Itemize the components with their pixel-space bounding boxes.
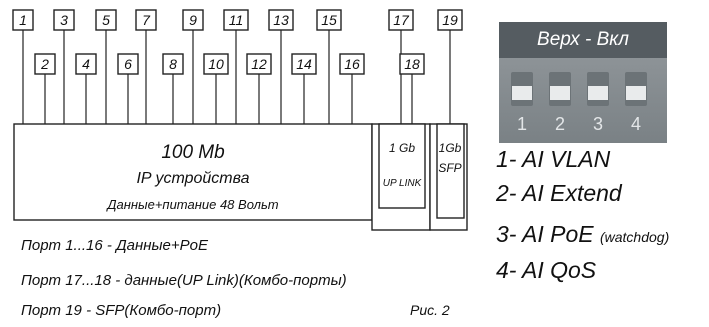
port-label-1: 1: [12, 9, 34, 124]
main-devices-label: IP устройства: [136, 170, 249, 187]
dip-switch: 1 2 3 4: [499, 58, 667, 143]
note-sfp: Порт 19 - SFP(Комбо-порт): [21, 302, 222, 319]
legend-item-poe: 3- AI PoE (watchdog): [496, 221, 669, 248]
uplink-block: [378, 123, 426, 209]
dip-number-1: 1: [516, 114, 527, 134]
port-label-11: 11: [223, 9, 249, 124]
port-label-9: 9: [182, 9, 204, 124]
port-label-18: 18: [399, 53, 425, 124]
legend-item-qos: 4- AI QoS: [496, 257, 596, 284]
dip-knob-1[interactable]: [512, 86, 532, 100]
port-number: 5: [102, 12, 110, 28]
sfp-label: SFP: [438, 161, 461, 175]
dip-number-2: 2: [554, 114, 565, 134]
note-data-poe: Порт 1...16 - Данные+PoE: [21, 237, 208, 254]
uplink-label: UP LINK: [383, 178, 423, 189]
port-number: 13: [273, 12, 289, 28]
dip-number-4: 4: [630, 114, 641, 134]
legend-text: 3- AI PoE: [496, 221, 594, 247]
port-number: 1: [19, 12, 27, 28]
port-label-10: 10: [203, 53, 229, 124]
dip-switch-caption: Верх - Вкл: [499, 22, 667, 58]
legend-note: (watchdog): [599, 229, 670, 245]
port-number: 9: [189, 12, 197, 28]
main-port-block: [13, 123, 373, 221]
port-number: 17: [393, 12, 410, 28]
port-label-13: 13: [268, 9, 294, 124]
port-number: 10: [208, 56, 224, 72]
legend-item-extend: 2- AI Extend: [496, 180, 622, 207]
dip-knob-4[interactable]: [626, 86, 646, 100]
main-speed-label: 100 Mb: [161, 142, 224, 163]
port-number: 15: [321, 12, 337, 28]
port-label-17: 17: [388, 9, 414, 124]
port-label-16: 16: [339, 53, 365, 124]
dip-slot-3[interactable]: [587, 72, 609, 106]
legend-text: 1- AI VLAN: [496, 146, 611, 172]
port-label-8: 8: [162, 53, 184, 124]
port-number: 18: [404, 56, 420, 72]
note-uplink: Порт 17...18 - данные(UP Link)(Комбо-пор…: [21, 272, 347, 289]
dip-number-3: 3: [592, 114, 603, 134]
port-label-4: 4: [75, 53, 97, 124]
figure-label: Рис. 2: [410, 302, 450, 318]
port-label-7: 7: [135, 9, 157, 124]
port-label-5: 5: [95, 9, 117, 124]
port-number: 11: [229, 12, 244, 28]
port-number: 7: [142, 12, 151, 28]
legend-item-vlan: 1- AI VLAN: [496, 146, 610, 173]
port-number: 4: [82, 56, 90, 72]
port-number: 12: [251, 56, 267, 72]
port-number: 16: [344, 56, 360, 72]
port-number: 6: [124, 56, 132, 72]
legend-text: 2- AI Extend: [496, 180, 622, 206]
port-number: 3: [60, 12, 68, 28]
port-number: 8: [169, 56, 177, 72]
port-label-19: 19: [437, 9, 463, 124]
legend-text: 4- AI QoS: [496, 257, 597, 283]
dip-slot-1[interactable]: [511, 72, 533, 106]
uplink-speed-label: 1 Gb: [389, 141, 415, 155]
port-label-15: 15: [316, 9, 342, 124]
dip-slot-2[interactable]: [549, 72, 571, 106]
port-number: 2: [40, 56, 49, 72]
port-label-3: 3: [53, 9, 75, 124]
port-label-12: 12: [246, 53, 272, 124]
port-number: 14: [296, 56, 312, 72]
main-power-label: Данные+питание 48 Вольт: [105, 197, 278, 212]
port-label-2: 2: [34, 53, 56, 124]
dip-slot-4[interactable]: [625, 72, 647, 106]
port-number: 19: [442, 12, 458, 28]
dip-knob-3[interactable]: [588, 86, 608, 100]
sfp-block: [436, 123, 465, 219]
dip-knob-2[interactable]: [550, 86, 570, 100]
port-label-14: 14: [291, 53, 317, 124]
port-label-6: 6: [117, 53, 139, 124]
sfp-speed-label: 1Gb: [439, 141, 462, 155]
